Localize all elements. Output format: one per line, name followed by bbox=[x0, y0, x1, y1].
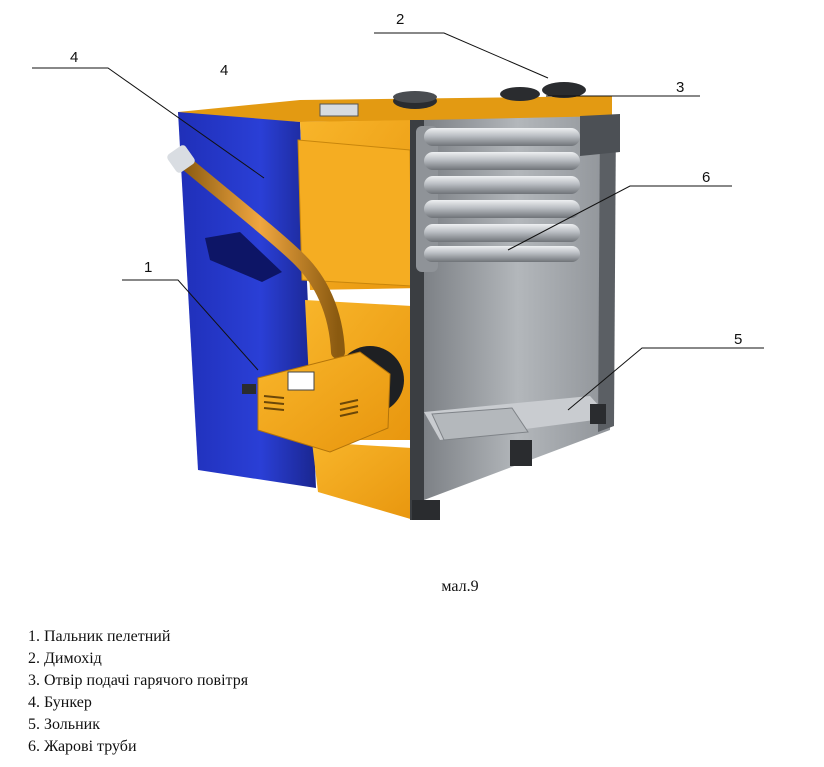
bunker-window bbox=[205, 232, 282, 282]
callout-2: 2 bbox=[396, 11, 404, 28]
legend-item: 3. Отвір подачі гарячого повітря bbox=[28, 672, 249, 689]
hot-air-duct-bracket bbox=[580, 114, 620, 156]
ash-pan bbox=[431, 407, 529, 441]
control-display bbox=[319, 103, 359, 117]
burner-vents bbox=[263, 395, 359, 417]
fire-tube bbox=[424, 200, 580, 218]
callout-numbers: 2 4 4 3 6 1 5 bbox=[70, 11, 742, 348]
fire-tube bbox=[424, 246, 580, 262]
callout-1: 1 bbox=[144, 259, 152, 276]
fire-tube bbox=[424, 224, 580, 242]
figure-caption: мал.9 bbox=[441, 578, 479, 595]
fire-tube bbox=[424, 128, 580, 146]
chimney-outlet-rim bbox=[393, 91, 437, 103]
support-leg bbox=[590, 404, 606, 424]
leader-line-4 bbox=[32, 67, 265, 179]
frame-bottom bbox=[412, 500, 440, 520]
callout-6: 6 bbox=[702, 169, 710, 186]
callout-3: 3 bbox=[676, 79, 684, 96]
leader-line-2 bbox=[374, 32, 549, 79]
burner-connector bbox=[242, 384, 256, 394]
hot-air-outlet bbox=[542, 82, 586, 98]
legend-item: 6. Жарові труби bbox=[28, 738, 137, 755]
leader-line-6 bbox=[507, 185, 732, 251]
right-wall bbox=[598, 116, 616, 432]
front-panel-lower bbox=[312, 442, 414, 520]
front-panel-upper-door bbox=[297, 139, 413, 287]
boiler-illustration bbox=[167, 82, 620, 520]
legend-item: 1. Пальник пелетний bbox=[28, 628, 171, 645]
callout-lines bbox=[32, 32, 764, 411]
callout-5: 5 bbox=[734, 331, 742, 348]
burner-logo-plate bbox=[287, 371, 315, 391]
hot-air-outlet bbox=[500, 87, 540, 101]
callout-4-left: 4 bbox=[70, 49, 78, 66]
callout-4: 4 bbox=[220, 62, 228, 79]
leader-line-1 bbox=[122, 279, 259, 371]
auger-cap bbox=[167, 145, 195, 173]
legend-item: 4. Бункер bbox=[28, 694, 92, 711]
fire-tubes bbox=[416, 126, 580, 272]
top-panel bbox=[178, 96, 612, 122]
support-leg bbox=[510, 440, 532, 466]
fire-tube bbox=[424, 152, 580, 170]
parts-legend: 1. Пальник пелетний 2. Димохід 3. Отвір … bbox=[28, 626, 248, 758]
auger-feed-tube bbox=[175, 153, 345, 359]
fire-tube bbox=[424, 176, 580, 194]
legend-item: 5. Зольник bbox=[28, 716, 100, 733]
legend-item: 2. Димохід bbox=[28, 650, 102, 667]
leader-line-5 bbox=[567, 347, 764, 411]
